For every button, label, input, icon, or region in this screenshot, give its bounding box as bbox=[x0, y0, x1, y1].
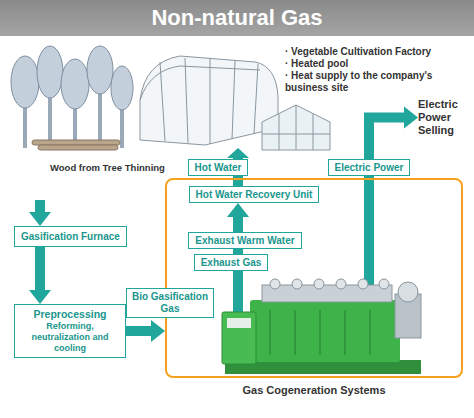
tree-illustration bbox=[11, 46, 133, 150]
power-destination: Electric Power Selling bbox=[418, 98, 472, 137]
node-label: Hot Water Recovery Unit bbox=[196, 188, 313, 201]
power-shaft bbox=[364, 175, 374, 292]
node-label: Wood from Tree Thinning bbox=[50, 162, 184, 174]
process-box: Electric Power bbox=[328, 159, 411, 176]
engine-illustration bbox=[222, 279, 421, 374]
process-box: PreprocessingReforming, neutralization a… bbox=[14, 304, 126, 358]
arrow-head bbox=[227, 148, 249, 158]
process-box: Gasification Furnace bbox=[14, 226, 127, 247]
arrow-shaft bbox=[369, 118, 404, 160]
node-label: Preprocessing bbox=[21, 308, 119, 321]
flow-label: Bio Gasification Gas bbox=[126, 288, 214, 318]
flow-arrow bbox=[29, 247, 51, 304]
arrow-head bbox=[227, 203, 249, 217]
arrow-shaft bbox=[35, 200, 45, 212]
node-label: · Vegetable Cultivation Factory bbox=[285, 46, 469, 58]
flow-arrow bbox=[29, 200, 51, 226]
title-text: Non-natural Gas bbox=[0, 0, 474, 36]
flow-arrow bbox=[227, 203, 249, 232]
process-box: Hot Water Recovery Unit bbox=[189, 186, 320, 203]
process-box: Exhaust Gas bbox=[194, 254, 269, 271]
title-band: Non-natural Gas bbox=[0, 0, 474, 36]
node-label: · Heat supply to the company's business … bbox=[285, 70, 469, 94]
flow-arrow bbox=[227, 148, 249, 159]
process-box: Hot Water bbox=[188, 159, 249, 176]
node-label: Hot Water bbox=[195, 161, 242, 174]
source-figure: Wood from Tree Thinning bbox=[8, 52, 184, 200]
group-outline bbox=[165, 178, 463, 378]
arrow-shaft bbox=[35, 247, 45, 290]
process-box: Exhaust Warm Water bbox=[188, 232, 301, 249]
arrow-head bbox=[29, 290, 51, 304]
node-label: Gas Cogeneration Systems bbox=[165, 383, 463, 397]
node-label: Electric Power bbox=[335, 161, 404, 174]
exhaust-shaft bbox=[233, 270, 243, 314]
node-label: Reforming, neutralization and cooling bbox=[21, 321, 119, 354]
node-label: · Heated pool bbox=[285, 58, 469, 70]
node-label: Gasification Furnace bbox=[21, 230, 120, 243]
arrow-shaft bbox=[126, 326, 151, 336]
flow-arrow bbox=[369, 107, 418, 160]
arrow-head bbox=[404, 107, 418, 129]
node-label: Electric Power Selling bbox=[418, 98, 472, 137]
node-label: Exhaust Gas bbox=[201, 256, 262, 269]
arrow-shaft bbox=[233, 217, 243, 232]
arrow-head bbox=[29, 212, 51, 226]
flow-arrow bbox=[126, 320, 165, 342]
node-label: Exhaust Warm Water bbox=[195, 234, 294, 247]
arrow-head bbox=[151, 320, 165, 342]
